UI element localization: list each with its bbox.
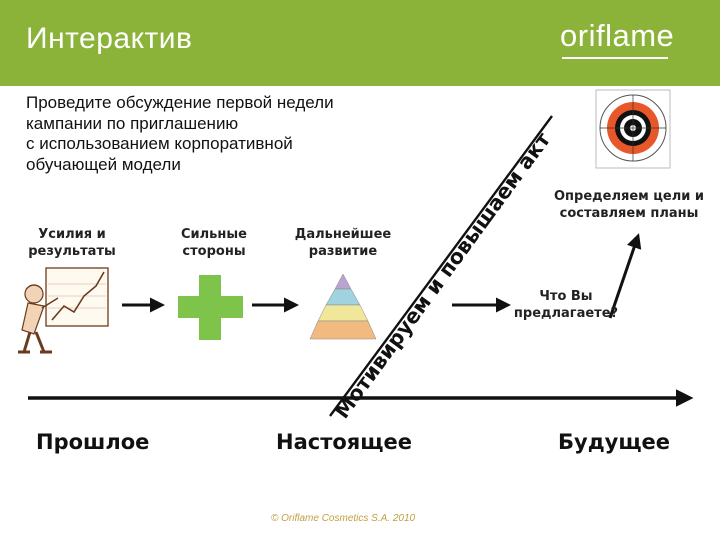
- logo-underline: [562, 57, 668, 59]
- intro-line: кампании по приглашению: [26, 113, 239, 133]
- present-label: Настоящее: [276, 430, 412, 454]
- label-line: Что Вы: [539, 289, 593, 304]
- label-line: результаты: [28, 244, 116, 259]
- past-label: Прошлое: [36, 430, 150, 454]
- target-icon: [595, 89, 671, 169]
- intro-line: обучающей модели: [26, 154, 181, 174]
- intro-line: с использованием корпоративной: [26, 134, 293, 153]
- intro-line: Проведите обсуждение первой недели: [26, 93, 334, 112]
- label-line: Сильные: [181, 227, 247, 242]
- label-line: Дальнейшее: [294, 227, 392, 242]
- label-line: развитие: [308, 244, 378, 259]
- plus-cross-icon: [178, 275, 243, 340]
- strengths-label: Сильные стороны: [168, 226, 260, 260]
- future-label: Будущее: [558, 430, 671, 454]
- page-title: Интерактив: [26, 22, 193, 55]
- arrow-to-goals: [608, 233, 642, 319]
- diagonal-motivation-text: Мотивируем и повышаем активность: [0, 0, 555, 423]
- pyramid-icon: [309, 273, 377, 340]
- label-line: Усилия и: [38, 227, 106, 242]
- label-line: составляем планы: [559, 206, 699, 221]
- diagonal-line: [329, 115, 553, 417]
- intro-text: Проведите обсуждение первой недели кампа…: [26, 93, 334, 175]
- oriflame-logo: oriflame: [560, 18, 675, 53]
- development-label: Дальнейшее развитие: [290, 226, 396, 260]
- efforts-label: Усилия и результаты: [24, 226, 120, 260]
- label-line: стороны: [182, 244, 246, 259]
- label-line: предлагаете?: [513, 306, 619, 321]
- goals-label: Определяем цели и составляем планы: [550, 188, 708, 222]
- label-line: Определяем цели и: [553, 189, 705, 204]
- copyright-footer: © Oriflame Cosmetics S.A. 2010: [271, 513, 416, 524]
- suggest-label: Что Вы предлагаете?: [510, 288, 622, 322]
- header-bar: Интерактив oriflame: [0, 0, 720, 86]
- presenter-figure-icon: [18, 267, 109, 354]
